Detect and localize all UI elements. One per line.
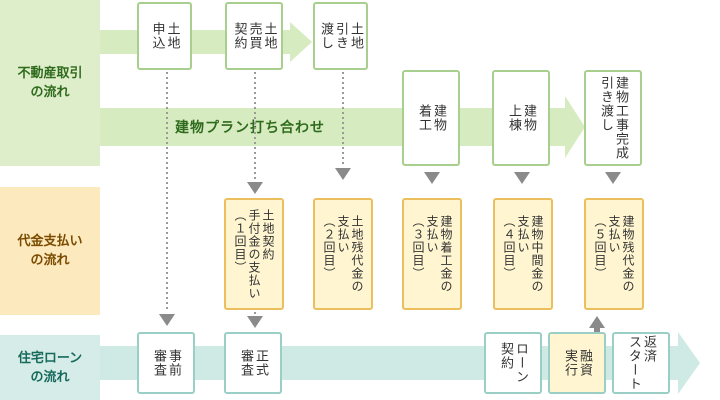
payment-2-text: 土地残代金の 支払い （２回目） — [322, 215, 364, 293]
payment-2: 土地残代金の 支払い （２回目） — [313, 198, 373, 310]
loan-contract-text: ローン 契約 — [498, 342, 528, 384]
payment-1: 土地契約 手付金の支払い （１回目） — [224, 198, 284, 310]
loan-repayment-start: 返済 スタート — [612, 332, 670, 394]
loan-disbursement-text: 融資 実行 — [562, 349, 592, 377]
step-land-delivery-text: 土地 引き 渡し — [318, 22, 363, 50]
step-framework-complete: 建物 上棟 — [492, 70, 550, 166]
arrow-to-payment-4 — [514, 172, 530, 184]
arrow-to-payment-1 — [247, 182, 263, 194]
loan-repayment-start-text: 返済 スタート — [626, 335, 656, 391]
arrow-to-payment-3 — [424, 172, 440, 184]
payment-4-text: 建物中間金の 支払い （４回目） — [502, 215, 544, 293]
loan-pre-screening: 事前 審査 — [137, 332, 195, 394]
step-completion-delivery: 建物工事完成 引き渡し — [584, 70, 642, 166]
loan-pre-screening-text: 事前 審査 — [151, 349, 181, 377]
loan-formal-screening-text: 正式 審査 — [238, 349, 268, 377]
step-construction-start: 建物 着工 — [402, 70, 460, 166]
payment-1-text: 土地契約 手付金の支払い （１回目） — [233, 208, 275, 300]
payment-5: 建物残代金の 支払い （５回目） — [584, 198, 644, 310]
step-land-application: 土地 申込 — [137, 2, 192, 70]
plan-meeting-label: 建物プラン打ち合わせ — [175, 120, 325, 136]
row-label-real-estate: 不動産取引 の流れ — [0, 0, 100, 166]
arrow-to-loan-1 — [159, 314, 175, 326]
arrow-loan-to-payment5-stem — [594, 327, 600, 333]
step-land-application-text: 土地 申込 — [149, 22, 180, 50]
payment-3-text: 建物着工金の 支払い （３回目） — [411, 215, 453, 293]
payment-5-text: 建物残代金の 支払い （５回目） — [593, 215, 635, 293]
arrow-loan-to-payment5 — [589, 316, 605, 328]
arrow-payment1-to-loan — [247, 316, 263, 328]
step-completion-delivery-text: 建物工事完成 引き渡し — [598, 76, 628, 160]
loan-disbursement: 融資 実行 — [548, 332, 606, 394]
arrow-to-payment-5 — [605, 172, 621, 184]
payment-3: 建物着工金の 支払い （３回目） — [402, 198, 462, 310]
step-land-contract-text: 土地 売買 契約 — [231, 22, 277, 50]
loan-formal-screening: 正式 審査 — [224, 332, 282, 394]
loan-contract: ローン 契約 — [484, 332, 542, 394]
payment-4: 建物中間金の 支払い （４回目） — [493, 198, 553, 310]
arrow-to-payment-2 — [335, 168, 351, 180]
step-land-delivery: 土地 引き 渡し — [313, 2, 368, 70]
row-label-loan: 住宅ローン の流れ — [0, 335, 100, 400]
step-land-contract: 土地 売買 契約 — [225, 2, 283, 70]
step-construction-start-text: 建物 着工 — [416, 104, 446, 132]
row-label-payment: 代金支払い の流れ — [0, 187, 100, 315]
step-framework-complete-text: 建物 上棟 — [506, 104, 536, 132]
